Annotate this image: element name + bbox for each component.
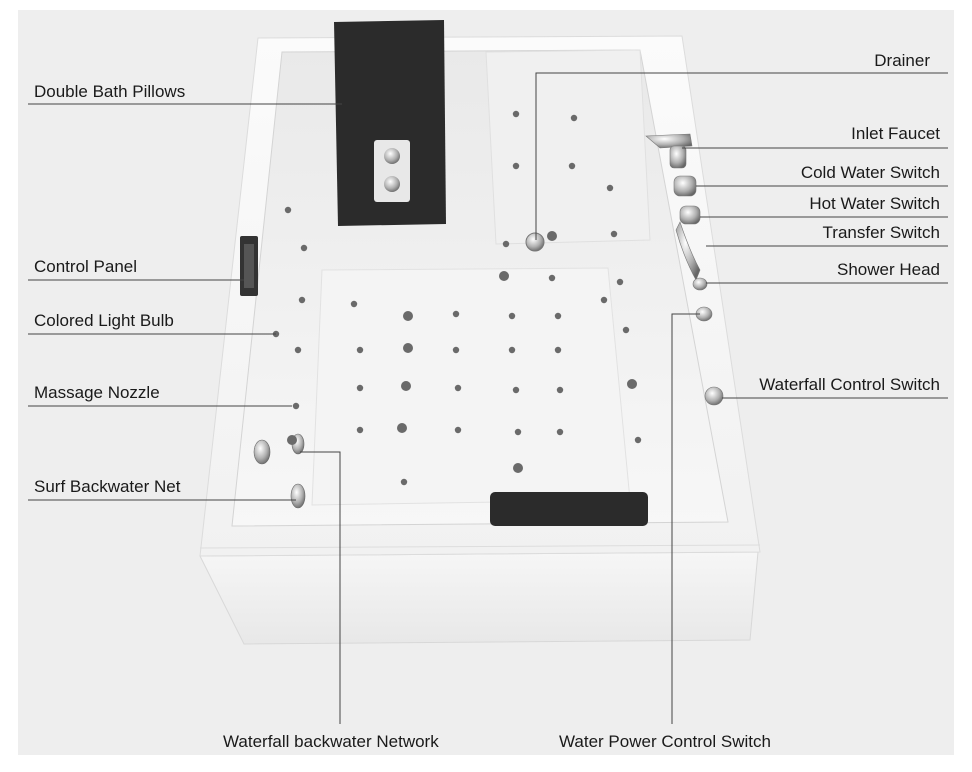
label-control-panel: Control Panel — [34, 257, 138, 276]
bottom-pillow — [490, 492, 648, 526]
jet-nozzle — [294, 346, 302, 354]
jet-nozzle — [350, 300, 358, 308]
jet-nozzle — [356, 346, 364, 354]
label-shower-head: Shower Head — [836, 260, 940, 279]
label-inlet-faucet: Inlet Faucet — [851, 124, 940, 143]
label-hot-water-switch: Hot Water Switch — [809, 194, 940, 213]
jet-nozzle — [547, 231, 557, 241]
jet-nozzle — [452, 346, 460, 354]
jet-nozzle — [548, 274, 556, 282]
label-colored-light-bulb: Colored Light Bulb — [34, 311, 174, 330]
jet-nozzle — [622, 326, 630, 334]
jet-nozzle — [556, 386, 564, 394]
jet-nozzle — [570, 114, 578, 122]
jet-nozzle — [610, 230, 618, 238]
jet-nozzle — [512, 162, 520, 170]
jet-nozzle — [356, 426, 364, 434]
jet-nozzle — [298, 296, 306, 304]
jet-nozzle — [634, 436, 642, 444]
jet-nozzle — [568, 162, 576, 170]
jet-nozzle — [512, 110, 520, 118]
jet-nozzle — [300, 244, 308, 252]
jet-nozzle — [499, 271, 509, 281]
massage-jets — [272, 110, 642, 486]
jet-nozzle — [606, 184, 614, 192]
drainer-device — [525, 232, 545, 252]
jet-nozzle — [508, 346, 516, 354]
jet-nozzle — [356, 384, 364, 392]
label-cold-water-switch: Cold Water Switch — [800, 163, 940, 182]
label-water-power-control-switch: Water Power Control Switch — [559, 732, 771, 751]
jet-nozzle — [292, 402, 300, 410]
jet-nozzle — [287, 435, 297, 445]
jet-nozzle — [502, 240, 510, 248]
tub-skirt — [199, 551, 759, 645]
label-transfer-switch: Transfer Switch — [822, 223, 940, 242]
leader-lines — [28, 72, 948, 724]
jet-nozzle — [513, 463, 523, 473]
faucet-hardware — [645, 133, 724, 406]
label-waterfall-backwater-network: Waterfall backwater Network — [223, 732, 439, 751]
label-massage-nozzle: Massage Nozzle — [34, 383, 160, 402]
label-drainer: Drainer — [874, 51, 930, 70]
jet-nozzle — [401, 381, 411, 391]
jet-nozzle — [452, 310, 460, 318]
jet-nozzle — [554, 346, 562, 354]
jet-nozzle — [403, 343, 413, 353]
top-pillow — [334, 20, 446, 226]
jet-nozzle — [512, 386, 520, 394]
label-surf-backwater-net: Surf Backwater Net — [34, 477, 181, 496]
jet-nozzle — [508, 312, 516, 320]
jet-nozzle — [397, 423, 407, 433]
surf-nets — [253, 433, 306, 509]
jet-nozzle — [454, 426, 462, 434]
jet-nozzle — [554, 312, 562, 320]
jet-nozzle — [454, 384, 462, 392]
jet-nozzle — [600, 296, 608, 304]
jet-nozzle — [400, 478, 408, 486]
jet-nozzle — [556, 428, 564, 436]
jet-nozzle — [514, 428, 522, 436]
jet-nozzle — [403, 311, 413, 321]
jet-nozzle — [284, 206, 292, 214]
label-double-bath-pillows: Double Bath Pillows — [34, 82, 186, 101]
jet-nozzle — [616, 278, 624, 286]
label-waterfall-control-switch: Waterfall Control Switch — [759, 375, 940, 394]
jet-nozzle — [627, 379, 637, 389]
